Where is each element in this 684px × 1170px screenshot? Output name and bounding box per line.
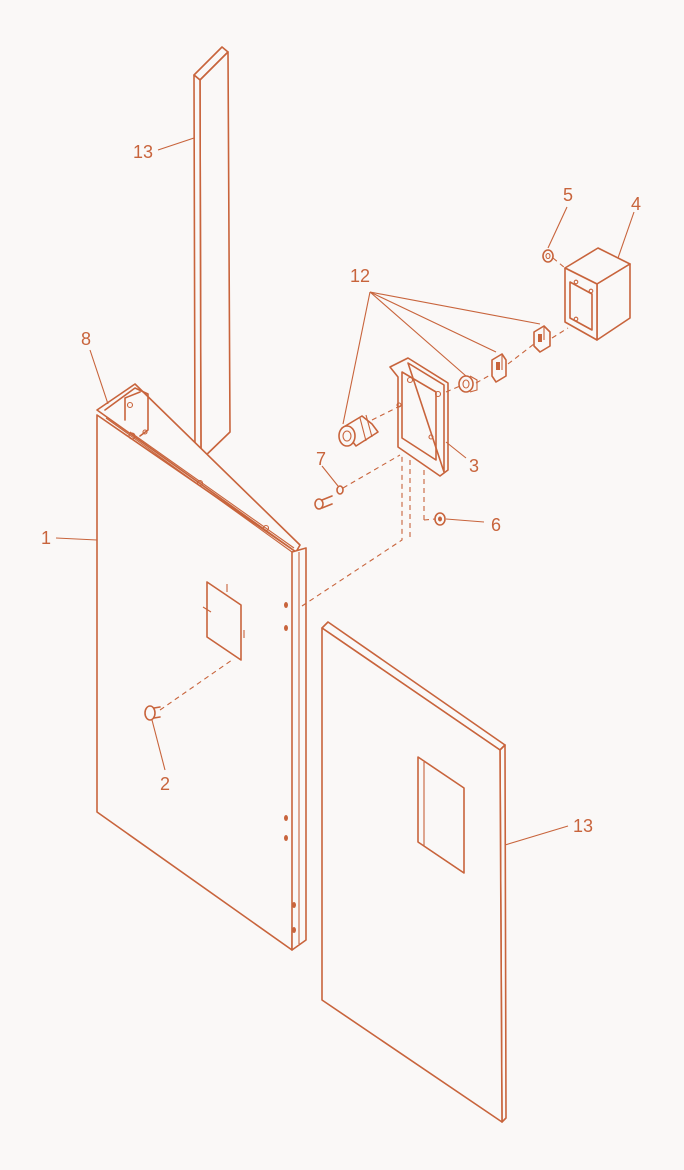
callout-2: 2	[160, 774, 170, 794]
part-6-washer	[423, 470, 446, 526]
leader-lines	[55, 137, 635, 846]
callout-3: 3	[469, 456, 479, 476]
part-7-screw	[314, 454, 401, 510]
callout-4: 4	[631, 194, 641, 214]
callout-6: 6	[491, 515, 501, 535]
assembly-dashed-lines	[301, 455, 411, 607]
part-4-box	[564, 247, 631, 341]
part-5-nut	[542, 249, 566, 269]
callout-13-bottom: 13	[573, 816, 593, 836]
callout-12: 12	[350, 266, 370, 286]
callout-13-top: 13	[133, 142, 153, 162]
part-13-front-panel	[321, 621, 507, 1123]
part-3-bracket	[389, 357, 449, 477]
callout-labels: 13 5 4 12 8 7 3 1 6 2 13	[41, 142, 641, 836]
callout-7: 7	[316, 449, 326, 469]
callout-1: 1	[41, 528, 51, 548]
callout-5: 5	[563, 185, 573, 205]
part-13-vertical-strip	[193, 46, 231, 461]
part-12-components	[338, 325, 569, 447]
part-1-main-panel	[96, 383, 307, 951]
callout-8: 8	[81, 329, 91, 349]
part-2-plug	[144, 659, 233, 721]
